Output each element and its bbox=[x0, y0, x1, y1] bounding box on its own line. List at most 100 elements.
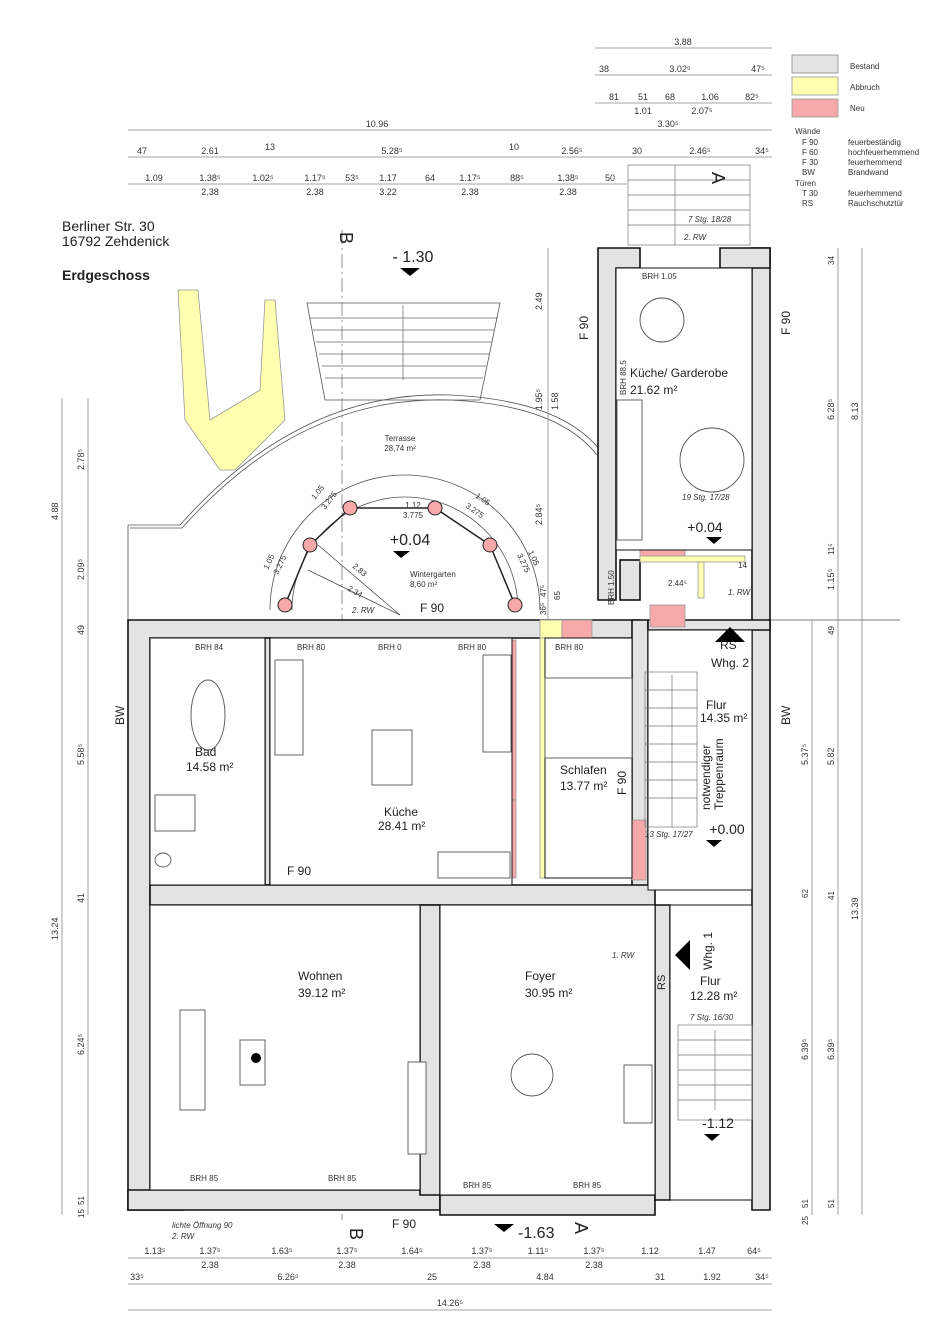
building-walls bbox=[127, 247, 771, 1216]
sill-height-label: BRH 85 bbox=[463, 1181, 492, 1190]
dim-label: 3.02⁵ bbox=[669, 64, 691, 74]
legend-walls-title: Wände bbox=[795, 127, 821, 136]
smoke-door-label: RS bbox=[656, 975, 668, 990]
sill-height-label: BRH 80 bbox=[297, 643, 326, 652]
legend-swatch-bestand bbox=[791, 54, 839, 74]
dim-label: 1.12 bbox=[641, 1246, 659, 1256]
legend-wall-desc: feuerhemmend bbox=[848, 158, 902, 167]
dim-label: 1.37⁵ bbox=[583, 1246, 605, 1256]
dim-label: 2.38 bbox=[201, 1260, 219, 1270]
legend-door-code: T 30 bbox=[802, 189, 818, 198]
section-label-b-bottom: B bbox=[346, 1228, 366, 1240]
room-area-bad: 14.58 m² bbox=[186, 760, 233, 774]
stair-label: 19 Stg. 17/28 bbox=[682, 493, 730, 502]
dim-label: 2.38 bbox=[461, 187, 479, 197]
dim-label: 50 bbox=[605, 173, 615, 183]
dim-label: 51 bbox=[77, 1196, 86, 1205]
opening-label: lichte Öffnung 90 bbox=[172, 1221, 233, 1230]
room-name-foyer: Foyer bbox=[525, 969, 556, 983]
column bbox=[482, 537, 498, 553]
fire-rating-label: F 90 bbox=[577, 316, 591, 340]
dim-label: 1.17⁵ bbox=[459, 173, 481, 183]
dim-label: 14 bbox=[738, 561, 747, 570]
dim-label: 3.30⁵ bbox=[657, 119, 679, 129]
legend-wall-code: F 30 bbox=[802, 158, 819, 167]
firewall-label: BW bbox=[113, 705, 127, 725]
sill-height-label: BRH 0 bbox=[378, 643, 402, 652]
dim-label: 10.96 bbox=[366, 119, 389, 129]
room-name-wohnen: Wohnen bbox=[298, 969, 342, 983]
abbruch-wall bbox=[177, 289, 286, 471]
sill-height-label: BRH 85 bbox=[573, 1181, 602, 1190]
column bbox=[427, 500, 443, 516]
sill-height-label: BRH 85 bbox=[328, 1174, 357, 1183]
level-garden: - 1.30 bbox=[393, 249, 434, 266]
rw-label: 1. RW bbox=[728, 588, 752, 597]
neu-wall bbox=[649, 604, 686, 628]
room-name-schlafen: Schlafen bbox=[560, 763, 607, 777]
legend-doors-title: Türen bbox=[795, 179, 816, 188]
stairs-flur1 bbox=[677, 1024, 753, 1121]
apartment-2-label: Whg. 2 bbox=[711, 656, 749, 670]
dim-label: 1.38⁵ bbox=[199, 173, 221, 183]
abbruch-wall bbox=[539, 619, 563, 639]
dim-label: 1.58 bbox=[550, 392, 560, 410]
legend-label-bestand: Bestand bbox=[850, 62, 879, 71]
level-markers: +0.04 +0.00 -1.12 -1.63 bbox=[494, 519, 745, 1242]
room-labels: Küche/ Garderobe 21.62 m² Bad 14.58 m² K… bbox=[186, 366, 747, 1003]
dim-label: 41 bbox=[827, 891, 836, 900]
dim-label: 1.47 bbox=[698, 1246, 716, 1256]
dim-label: 2.07⁵ bbox=[691, 106, 713, 116]
cabinet bbox=[482, 654, 512, 753]
dim-label: 1.63⁵ bbox=[271, 1246, 293, 1256]
dim-label: 6.39⁵ bbox=[826, 1038, 836, 1060]
cabinet bbox=[407, 1061, 427, 1155]
room-area-kueche-garderobe: 21.62 m² bbox=[630, 383, 677, 397]
level-marker-icon bbox=[704, 1134, 720, 1141]
dim-label: 38 bbox=[599, 64, 609, 74]
fire-rating-label: F 90 bbox=[615, 771, 629, 795]
rw-label: 2. RW bbox=[683, 233, 708, 242]
room-name-kueche-garderobe: Küche/ Garderobe bbox=[630, 366, 728, 380]
dim-label: 51 bbox=[801, 1199, 810, 1208]
section-label-b-top: B bbox=[336, 232, 356, 244]
dim-label: 1.92 bbox=[703, 1272, 721, 1282]
neu-wall bbox=[511, 639, 517, 801]
column bbox=[342, 500, 358, 516]
dim-label: 53⁵ bbox=[345, 173, 359, 183]
dim-label: 34⁵ bbox=[755, 1272, 769, 1282]
dim-label: 1.37⁵ bbox=[336, 1246, 358, 1256]
legend-door-code: RS bbox=[802, 199, 813, 208]
column bbox=[507, 597, 523, 613]
dim-label: 15 bbox=[77, 1209, 86, 1218]
abbruch-wall bbox=[697, 561, 705, 599]
room-name-wintergarten: Wintergarten bbox=[410, 570, 456, 579]
dim-label: 1.17 bbox=[379, 173, 397, 183]
legend-wall-code: BW bbox=[802, 168, 815, 177]
dim-label: 2.84⁵ bbox=[534, 503, 544, 525]
bathtub bbox=[190, 679, 226, 751]
stair-label: 7 Stg. 16/30 bbox=[690, 1013, 734, 1022]
dim-label: 1.38⁵ bbox=[557, 173, 579, 183]
room-name-kueche: Küche bbox=[384, 805, 418, 819]
column bbox=[302, 537, 318, 553]
wg-dim: 2.34 bbox=[346, 584, 364, 600]
rw-label: 1. RW bbox=[612, 951, 636, 960]
level-flur2: +0.00 bbox=[709, 821, 745, 837]
column bbox=[277, 597, 293, 613]
dim-label: 25 bbox=[427, 1272, 437, 1282]
desk bbox=[623, 1064, 653, 1124]
dim-label: 31 bbox=[655, 1272, 665, 1282]
dim-label: 13 bbox=[265, 142, 275, 152]
dim-label: 1.37⁵ bbox=[471, 1246, 493, 1256]
wintergarten: 1.12 3.775 1.05 3.275 1.05 3.275 1.05 3.… bbox=[262, 474, 541, 616]
dim-label: 13.39 bbox=[850, 897, 860, 920]
dim-label: 2.56⁵ bbox=[561, 146, 583, 156]
wg-dim: 1.12 bbox=[405, 501, 421, 510]
stair-space-label: notwendiger bbox=[699, 745, 713, 810]
dim-label: 64⁵ bbox=[747, 1246, 761, 1256]
section-label-a-bottom: A bbox=[571, 1222, 591, 1234]
sill-height-label: BRH 85 bbox=[190, 1174, 219, 1183]
dim-label: 5.28⁵ bbox=[381, 146, 403, 156]
